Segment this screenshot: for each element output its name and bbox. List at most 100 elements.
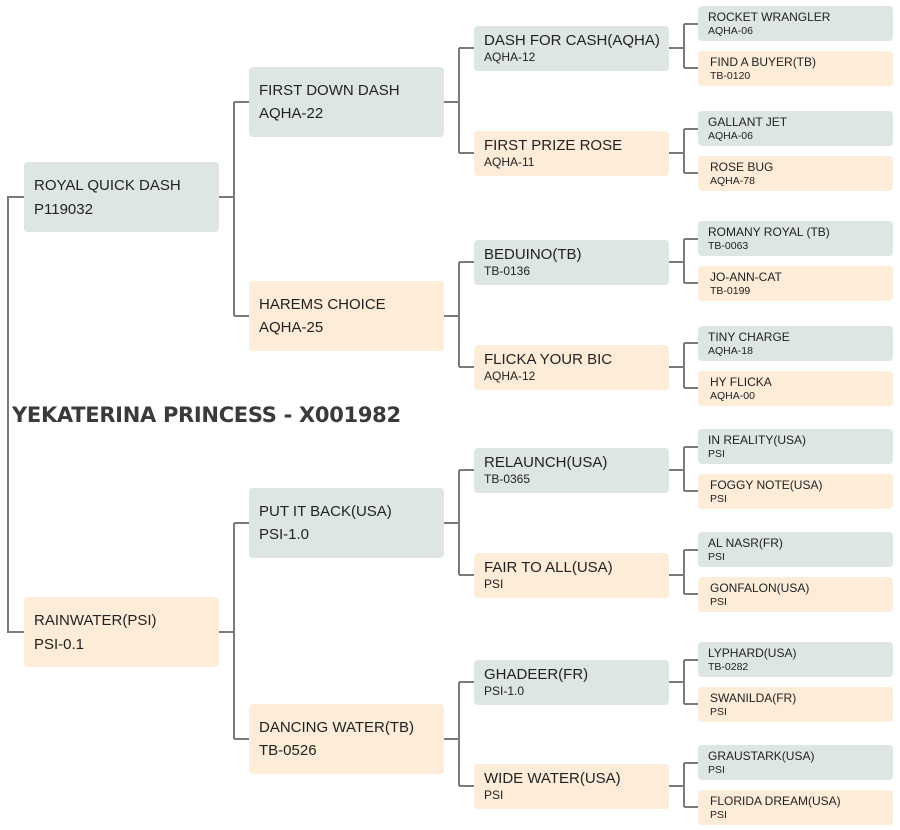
horse-registration: PSI [710,596,727,608]
horse-name: RAINWATER(PSI) [34,612,157,629]
pedigree-box-gen3[interactable]: BEDUINO(TB) TB-0136 [474,240,669,285]
horse-name: FIRST DOWN DASH [259,82,400,99]
horse-registration: AQHA-12 [484,50,536,64]
horse-name: FLORIDA DREAM(USA) [710,794,841,808]
pedigree-box-gen4[interactable]: GRAUSTARK(USA) PSI [698,745,893,780]
pedigree-box-sire-sire[interactable]: FIRST DOWN DASH AQHA-22 [249,67,444,137]
horse-registration: AQHA-78 [710,175,755,187]
connector-sire [219,101,249,317]
pedigree-box-gen4[interactable]: FOGGY NOTE(USA) PSI [698,474,893,509]
horse-name: AL NASR(FR) [708,536,783,550]
connector-g3-4 [669,342,698,389]
pedigree-box-gen3[interactable]: WIDE WATER(USA) PSI [474,764,669,809]
horse-registration: AQHA-22 [259,105,324,122]
pedigree-box-gen4[interactable]: GONFALON(USA) PSI [698,577,893,612]
horse-registration: PSI [708,448,725,460]
horse-name: HAREMS CHOICE [259,296,386,313]
horse-name: GALLANT JET [708,115,788,129]
pedigree-box-gen4[interactable]: AL NASR(FR) PSI [698,532,893,567]
horse-registration: PSI [710,809,727,821]
horse-name: FIND A BUYER(TB) [710,55,817,69]
horse-registration: PSI [708,551,725,563]
horse-name: ROSE BUG [710,160,774,174]
horse-name: FOGGY NOTE(USA) [710,478,823,492]
pedigree-box-dam[interactable]: RAINWATER(PSI) PSI-0.1 [24,597,219,667]
horse-name: FIRST PRIZE ROSE [484,137,623,154]
horse-registration: AQHA-06 [708,130,753,142]
pedigree-box-gen4[interactable]: IN REALITY(USA) PSI [698,429,893,464]
horse-registration: TB-0526 [259,742,317,759]
pedigree-box-sire-dam[interactable]: HAREMS CHOICE AQHA-25 [249,281,444,351]
pedigree-box-gen4[interactable]: ROSE BUG AQHA-78 [698,156,893,191]
horse-registration: AQHA-25 [259,319,324,336]
horse-registration: AQHA-00 [710,390,755,402]
pedigree-box-gen3[interactable]: FAIR TO ALL(USA) PSI [474,553,669,598]
connector-dam [219,522,249,740]
horse-registration: TB-0199 [710,285,751,297]
horse-name: LYPHARD(USA) [708,646,797,660]
horse-registration: PSI-1.0 [484,684,525,698]
horse-registration: AQHA-12 [484,369,536,383]
pedigree-box-gen3[interactable]: RELAUNCH(USA) TB-0365 [474,448,669,493]
horse-name: IN REALITY(USA) [708,433,807,447]
connector-g3-3 [669,238,698,284]
horse-registration: TB-0063 [708,240,749,252]
horse-registration: TB-0136 [484,264,531,278]
pedigree-box-gen3[interactable]: DASH FOR CASH(AQHA) AQHA-12 [474,26,669,71]
connector-g3-6 [669,549,698,595]
pedigree-box-gen4[interactable]: ROMANY ROYAL (TB) TB-0063 [698,221,893,256]
horse-name: GRAUSTARK(USA) [708,749,815,763]
horse-name: TINY CHARGE [708,330,790,344]
pedigree-box-sire[interactable]: ROYAL QUICK DASH P119032 [24,162,219,232]
horse-name: ROCKET WRANGLER [708,10,831,24]
horse-name: SWANILDA(FR) [710,691,797,705]
pedigree-box-gen4[interactable]: GALLANT JET AQHA-06 [698,111,893,146]
connector-g3-7 [669,659,698,705]
pedigree-box-gen4[interactable]: FIND A BUYER(TB) TB-0120 [698,51,893,86]
pedigree-box-gen4[interactable]: HY FLICKA AQHA-00 [698,371,893,406]
pedigree-box-gen4[interactable]: TINY CHARGE AQHA-18 [698,326,893,361]
horse-name: ROMANY ROYAL (TB) [708,225,830,239]
horse-registration: PSI-1.0 [259,526,310,543]
connector-sire-sire [444,47,474,154]
horse-name: FAIR TO ALL(USA) [484,559,613,576]
horse-name: RELAUNCH(USA) [484,454,608,471]
horse-registration: PSI [484,788,504,802]
horse-registration: PSI [710,493,727,505]
pedigree-box-dam-dam[interactable]: DANCING WATER(TB) TB-0526 [249,704,444,774]
horse-name: WIDE WATER(USA) [484,770,621,787]
horse-name: DANCING WATER(TB) [259,719,414,736]
horse-name: PUT IT BACK(USA) [259,503,392,520]
connector-sire-dam [444,261,474,368]
pedigree-box-gen4[interactable]: JO-ANN-CAT TB-0199 [698,266,893,301]
horse-registration: TB-0282 [708,661,749,673]
horse-registration: AQHA-18 [708,345,753,357]
pedigree-box-gen4[interactable]: ROCKET WRANGLER AQHA-06 [698,6,893,41]
pedigree-box-gen4[interactable]: LYPHARD(USA) TB-0282 [698,642,893,677]
pedigree-box-dam-sire[interactable]: PUT IT BACK(USA) PSI-1.0 [249,488,444,558]
subject-horse-title: YEKATERINA PRINCESS - X001982 [12,403,401,427]
connector-dam-sire [444,469,474,576]
pedigree-box-gen4[interactable]: SWANILDA(FR) PSI [698,687,893,722]
horse-registration: PSI [484,577,504,591]
horse-registration: AQHA-11 [484,155,535,169]
connector-dam-dam [444,681,474,787]
connector-g3-1 [669,23,698,69]
horse-registration: TB-0120 [710,70,751,82]
pedigree-box-gen3[interactable]: GHADEER(FR) PSI-1.0 [474,660,669,705]
connector-g3-2 [669,128,698,174]
horse-registration: PSI [710,706,727,718]
pedigree-box-gen3[interactable]: FIRST PRIZE ROSE AQHA-11 [474,131,669,176]
horse-registration: PSI-0.1 [34,636,85,653]
horse-registration: P119032 [34,201,93,218]
horse-name: JO-ANN-CAT [710,270,782,284]
horse-name: HY FLICKA [710,375,772,389]
pedigree-box-gen4[interactable]: FLORIDA DREAM(USA) PSI [698,790,893,825]
horse-registration: TB-0365 [484,472,531,486]
horse-registration: PSI [708,764,725,776]
horse-name: GHADEER(FR) [484,666,589,683]
horse-name: FLICKA YOUR BIC [484,351,613,368]
pedigree-box-gen3[interactable]: FLICKA YOUR BIC AQHA-12 [474,345,669,390]
horse-registration: AQHA-06 [708,25,753,37]
